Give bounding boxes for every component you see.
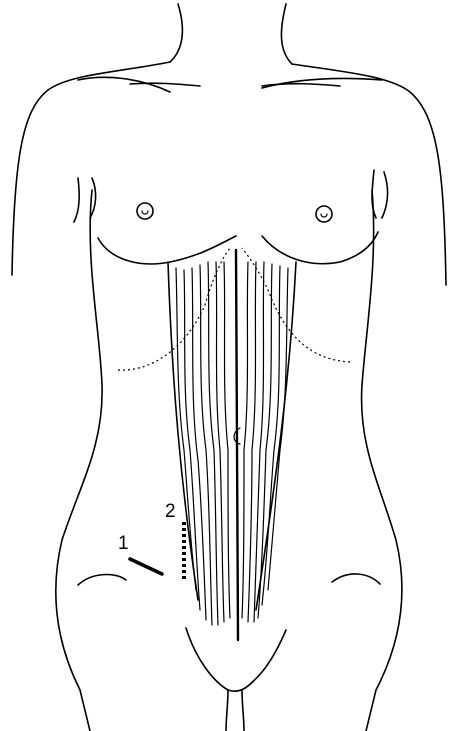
torso-left-side xyxy=(56,190,102,731)
right-nipple xyxy=(316,206,332,222)
striations-right xyxy=(242,262,288,622)
right-clavicle xyxy=(262,78,382,88)
left-clavicle-inner xyxy=(130,83,200,86)
left-clavicle xyxy=(78,77,170,92)
marker-label-1: 1 xyxy=(118,533,129,554)
right-shoulder-arm-outline xyxy=(292,64,446,285)
left-nipple-center xyxy=(142,211,148,214)
right-nipple-center xyxy=(321,214,327,217)
marker-label-2: 2 xyxy=(165,501,176,522)
torso-right-side xyxy=(362,190,402,731)
rib-margin-left-dotted xyxy=(118,248,230,370)
pubic-outline xyxy=(186,628,286,691)
left-nipple xyxy=(137,203,153,219)
incision-marker-1-line xyxy=(130,559,162,574)
left-armpit-fold xyxy=(74,178,79,222)
left-breast-outline xyxy=(98,236,236,264)
right-leg-inner xyxy=(242,690,244,731)
neck-left-outline xyxy=(170,4,182,62)
right-breast-outline xyxy=(262,232,378,264)
right-hip-crease xyxy=(332,574,380,584)
left-leg-inner xyxy=(226,690,228,731)
left-hip-crease xyxy=(78,575,126,585)
neck-right-outline xyxy=(281,4,292,64)
right-armpit-fold-2 xyxy=(382,172,388,218)
linea-alba-midline xyxy=(236,250,238,640)
diastasis-region-left-border xyxy=(168,262,198,600)
